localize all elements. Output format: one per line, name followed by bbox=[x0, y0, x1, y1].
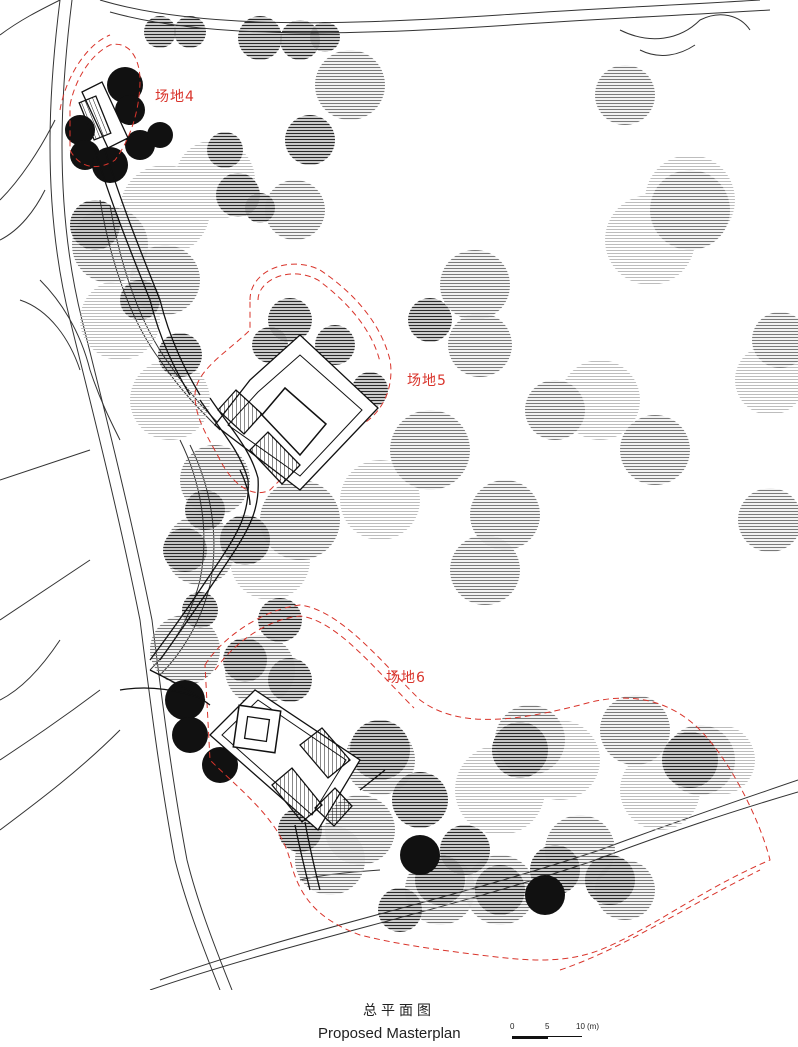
scale-bar-segment-open bbox=[548, 1036, 582, 1037]
scale-bar-segment-filled bbox=[512, 1036, 548, 1039]
site-6-label: 场地6 bbox=[386, 670, 426, 686]
site6-structure bbox=[119, 669, 386, 891]
plan-title-english: Proposed Masterplan bbox=[318, 1025, 461, 1042]
site-plan-map bbox=[0, 0, 798, 990]
scale-tick-10: 10 bbox=[576, 1022, 585, 1031]
site5-structure bbox=[149, 334, 379, 661]
scale-tick-0: 0 bbox=[510, 1022, 515, 1031]
plan-title-chinese: 总平面图 bbox=[363, 1003, 435, 1019]
site-5-label: 场地5 bbox=[407, 373, 447, 389]
scale-unit: (m) bbox=[587, 1022, 599, 1031]
scale-bar: 0 5 10 (m) bbox=[510, 1022, 600, 1044]
site-4-label: 场地4 bbox=[155, 89, 195, 105]
scale-tick-5: 5 bbox=[545, 1022, 550, 1031]
site4-structure bbox=[78, 81, 201, 396]
